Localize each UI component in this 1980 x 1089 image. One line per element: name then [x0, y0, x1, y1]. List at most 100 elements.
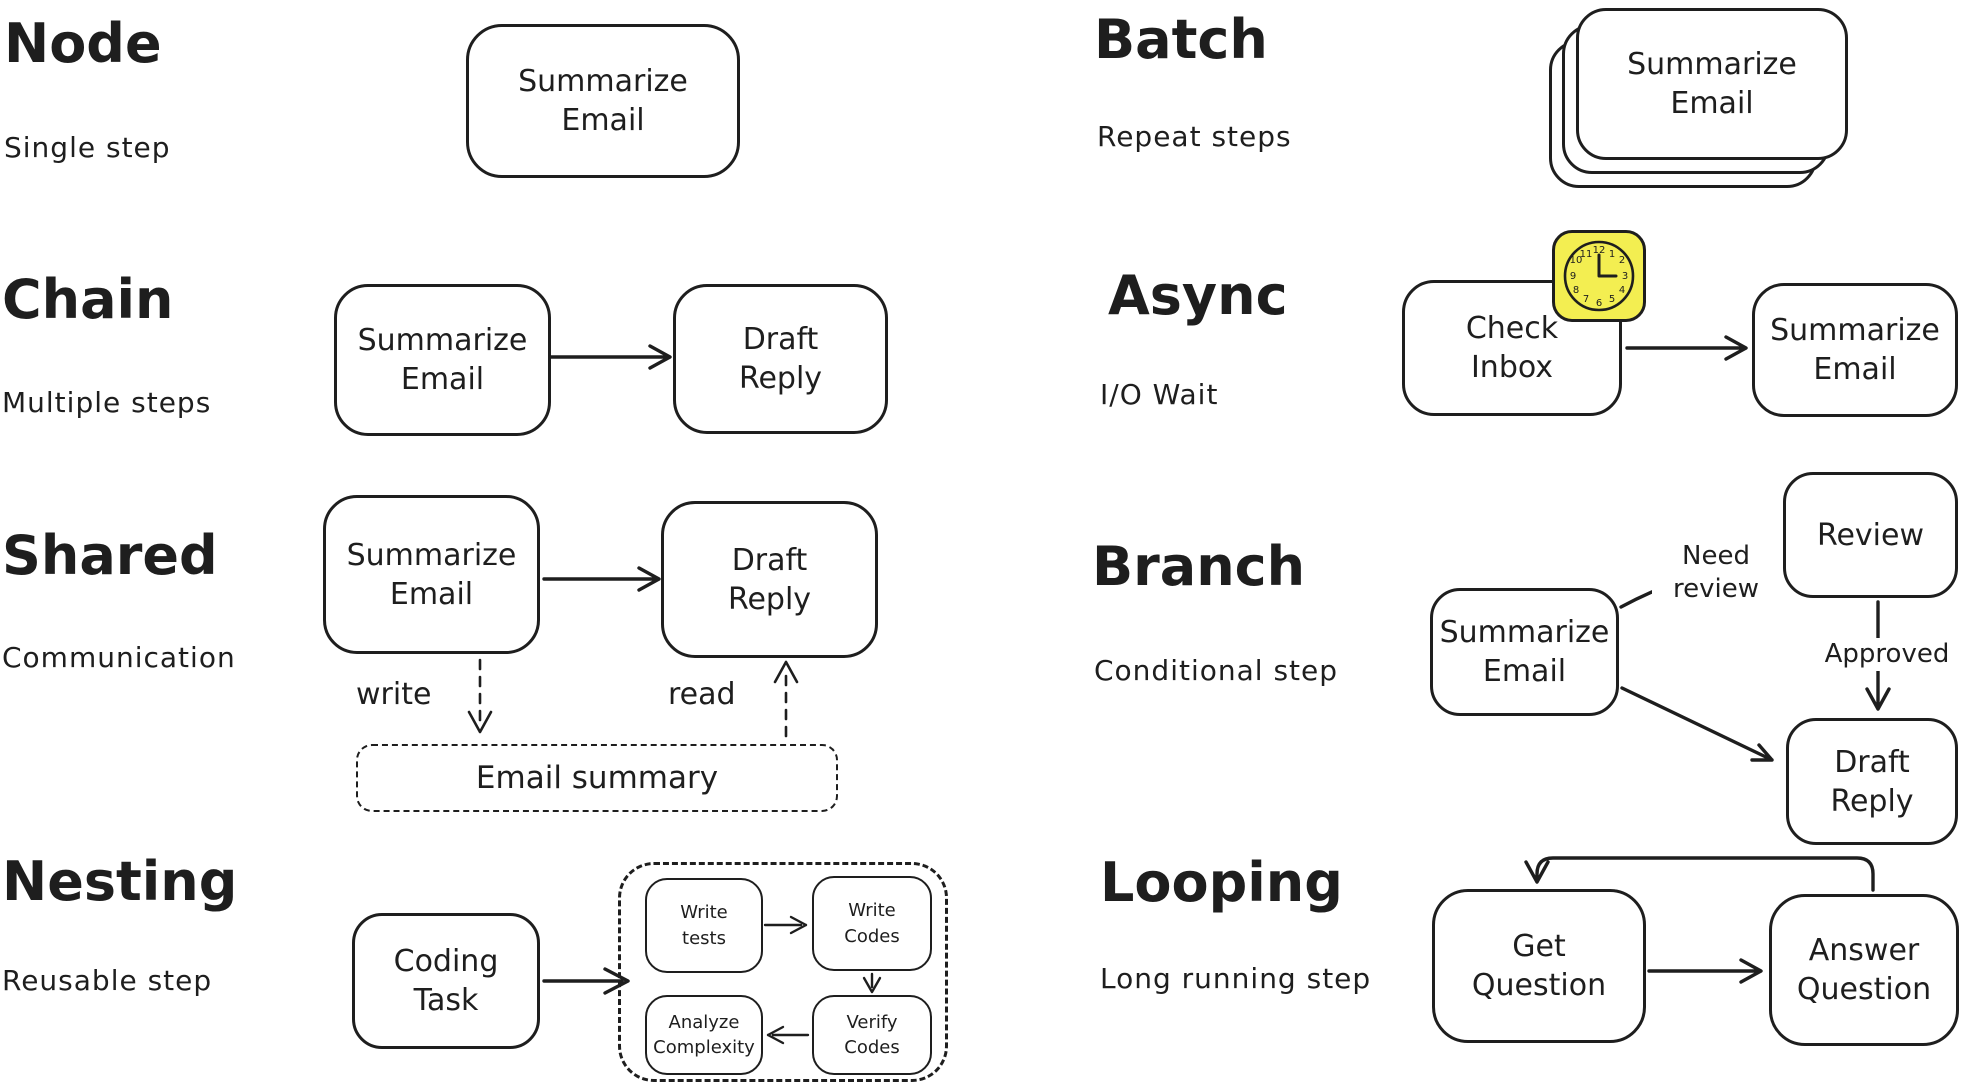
- section-subtitle-shared: Communication: [2, 641, 236, 674]
- nesting-analyze-complexity: Analyze Complexity: [645, 995, 763, 1075]
- shared-write-arrowhead: [467, 710, 493, 734]
- clock-numeral: 7: [1583, 294, 1589, 305]
- clock-numeral: 1: [1609, 249, 1615, 260]
- node-label-line: Summarize: [1627, 47, 1797, 82]
- looping-back-arrow: [1524, 856, 1875, 892]
- async-check-inbox: Check Inbox: [1402, 280, 1622, 416]
- branch-summarize-email: Summarize Email: [1430, 588, 1619, 716]
- branch-draft-reply: Draft Reply: [1786, 718, 1958, 845]
- node-label-line: Inbox: [1470, 350, 1554, 385]
- node-summarize-email: Summarize Email: [466, 24, 740, 178]
- approved-label: Approved: [1818, 638, 1956, 671]
- nesting-verify-codes: Verify Codes: [812, 995, 932, 1075]
- node-label-line: Email: [561, 103, 645, 138]
- nesting-coding-task: Coding Task: [352, 913, 540, 1049]
- section-subtitle-chain: Multiple steps: [2, 386, 212, 419]
- node-label-line: Summarize: [518, 64, 688, 99]
- nesting-write-tests: Write tests: [645, 878, 763, 973]
- node-label-line: Get: [1512, 929, 1566, 964]
- node-label-line: Reply: [727, 581, 812, 617]
- clock-icon: 12 1 2 3 4 5 6 7 8 9 10 11: [1552, 230, 1646, 322]
- clock-numeral: 11: [1580, 249, 1593, 260]
- batch-card-front: Summarize Email: [1576, 8, 1848, 160]
- nesting-flow-container: [618, 862, 948, 1082]
- read-label: read: [663, 676, 741, 714]
- node-label-line: Email: [1670, 86, 1754, 121]
- shared-summarize-email: Summarize Email: [323, 495, 540, 654]
- write-label: write: [351, 676, 437, 714]
- section-title-chain: Chain: [2, 268, 174, 331]
- node-label-line: Verify: [846, 1011, 898, 1033]
- section-subtitle-batch: Repeat steps: [1097, 120, 1292, 153]
- looping-forward-arrow: [1647, 958, 1763, 984]
- clock-hands: [1597, 253, 1618, 278]
- clock-numeral: 5: [1609, 294, 1615, 305]
- clock-numeral: 3: [1622, 271, 1628, 282]
- node-label-line: Draft: [1834, 744, 1910, 780]
- node-label-line: Email: [1482, 654, 1567, 689]
- node-label-line: Question: [1796, 972, 1932, 1007]
- clock-numeral: 8: [1573, 285, 1579, 296]
- shared-store-email-summary: Email summary: [356, 744, 838, 812]
- chain-arrow: [549, 344, 672, 370]
- shared-main-arrow: [542, 566, 661, 592]
- node-label-line: Codes: [844, 1037, 900, 1058]
- node-label-line: Reply: [1830, 783, 1914, 819]
- clock-numeral: 10: [1570, 255, 1583, 266]
- branch-diagonal-arrow: [1620, 686, 1774, 762]
- clock-numeral: 2: [1619, 255, 1625, 266]
- need-review-line: Need: [1682, 541, 1750, 571]
- looping-get-question: Get Question: [1432, 889, 1646, 1043]
- node-label-line: Summarize: [346, 537, 517, 573]
- nesting-main-arrow: [542, 967, 630, 995]
- node-label-line: Draft: [731, 542, 808, 578]
- async-summarize-email: Summarize Email: [1752, 283, 1958, 417]
- clock-numeral: 12: [1593, 245, 1606, 256]
- node-label-line: Complexity: [653, 1037, 755, 1058]
- node-label-line: Coding: [393, 944, 499, 979]
- node-label-line: Draft: [742, 322, 819, 357]
- node-label-line: Summarize: [1439, 615, 1610, 650]
- node-label-line: Email: [1813, 352, 1897, 387]
- section-title-node: Node: [4, 12, 162, 75]
- node-label-line: Codes: [844, 925, 900, 947]
- chain-summarize-email: Summarize Email: [334, 284, 551, 436]
- chain-draft-reply: Draft Reply: [673, 284, 888, 434]
- node-label-line: Write: [680, 902, 728, 924]
- shared-draft-reply: Draft Reply: [661, 501, 878, 658]
- section-title-nesting: Nesting: [2, 850, 238, 913]
- node-label-line: Email: [400, 362, 485, 397]
- clock-numeral: 4: [1619, 285, 1625, 296]
- section-title-shared: Shared: [2, 524, 218, 587]
- looping-answer-question: Answer Question: [1769, 894, 1959, 1046]
- node-label-line: Summarize: [1770, 313, 1940, 348]
- node-label-line: Answer: [1808, 933, 1920, 968]
- nesting-write-codes: Write Codes: [812, 876, 932, 971]
- need-review-label: Need review: [1652, 540, 1780, 605]
- section-subtitle-looping: Long running step: [1100, 962, 1372, 995]
- branch-review: Review: [1783, 472, 1958, 598]
- node-label-line: Review: [1816, 517, 1925, 553]
- shared-read-arrowhead: [773, 660, 799, 684]
- section-title-looping: Looping: [1100, 851, 1343, 914]
- section-subtitle-node: Single step: [4, 131, 171, 164]
- clock-numeral: 9: [1570, 271, 1576, 282]
- node-label-line: Analyze: [668, 1011, 740, 1033]
- section-subtitle-async: I/O Wait: [1100, 378, 1219, 411]
- node-label-line: Email: [389, 576, 474, 612]
- store-label: Email summary: [475, 759, 719, 796]
- node-label-line: Reply: [738, 361, 823, 396]
- section-subtitle-nesting: Reusable step: [2, 964, 213, 997]
- section-subtitle-branch: Conditional step: [1094, 654, 1339, 687]
- node-label-line: Task: [413, 983, 479, 1018]
- node-label-line: Summarize: [357, 323, 528, 358]
- node-label-line: Question: [1471, 968, 1607, 1003]
- async-arrow: [1625, 335, 1748, 361]
- node-label-line: tests: [682, 927, 726, 949]
- node-label-line: Write: [848, 900, 896, 922]
- node-label-line: Check: [1465, 311, 1559, 346]
- section-title-async: Async: [1108, 264, 1288, 327]
- section-title-branch: Branch: [1092, 535, 1306, 598]
- section-title-batch: Batch: [1094, 8, 1268, 71]
